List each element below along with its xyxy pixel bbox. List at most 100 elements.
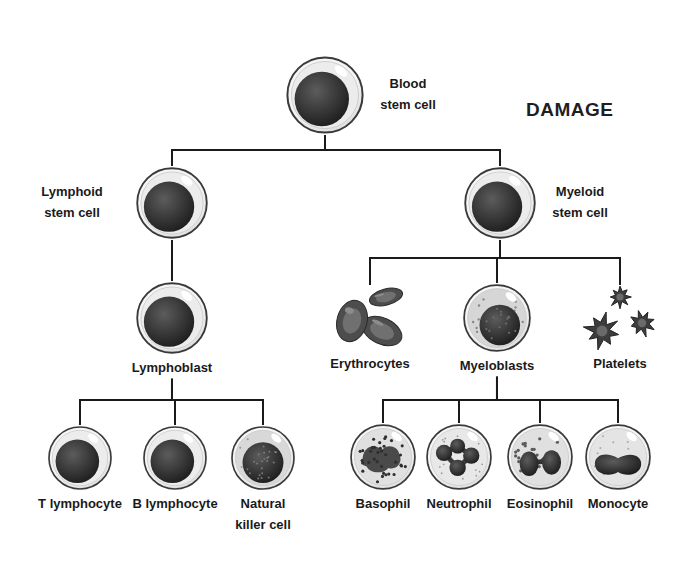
cell-body: [354, 428, 411, 485]
cell-illustration: [506, 423, 574, 491]
granule: [387, 473, 390, 476]
granule: [462, 478, 464, 480]
granule: [399, 464, 402, 467]
granule: [479, 471, 481, 473]
granule: [247, 438, 249, 440]
granule: [482, 298, 484, 300]
connector-line: [500, 240, 620, 285]
granule: [256, 462, 258, 464]
cell-drawing: [232, 427, 294, 489]
cell-illustration: [349, 423, 417, 491]
granule: [457, 435, 459, 437]
granule: [627, 448, 629, 450]
nucleus-lobe: [520, 452, 539, 476]
cell-label: Erythrocytes: [330, 354, 409, 375]
cell-label: T lymphocyte: [38, 494, 122, 515]
granule: [376, 460, 379, 463]
cell-drawing: [49, 427, 111, 489]
granule: [261, 472, 263, 474]
highlight: [87, 432, 100, 445]
nucleus-lobe: [436, 445, 452, 461]
granule: [478, 304, 480, 306]
connector-line: [325, 135, 500, 166]
cell-node: Monocyte: [584, 423, 652, 515]
granule: [478, 318, 480, 320]
granule: [259, 474, 261, 476]
nucleus-lobe: [463, 447, 479, 463]
granule: [443, 463, 445, 465]
cell-label: Eosinophil: [507, 494, 573, 515]
cell-label: Neutrophil: [427, 494, 492, 515]
cell-label: Lymphoblast: [132, 358, 212, 379]
nucleus: [144, 297, 194, 347]
granule: [382, 472, 385, 475]
granule: [261, 460, 263, 462]
granule: [274, 451, 276, 453]
cell-center: [375, 290, 397, 305]
granule: [514, 454, 517, 457]
granule: [261, 467, 263, 469]
highlight: [182, 432, 195, 445]
cell-label: Myeloid stem cell: [547, 182, 613, 224]
granule: [253, 461, 255, 463]
cell-node: Myeloid stem cell: [463, 166, 613, 240]
granule: [597, 452, 599, 454]
cell-body: [141, 172, 203, 234]
highlight: [179, 174, 194, 188]
granule: [261, 477, 263, 479]
cell-drawing: [465, 168, 535, 238]
erythrocyte-illustration: [330, 285, 410, 351]
granule: [505, 323, 507, 325]
nucleus: [362, 446, 401, 472]
nucleus: [243, 442, 284, 483]
connector-line: [459, 377, 497, 423]
cell-membrane: [144, 427, 206, 489]
granule: [263, 458, 265, 460]
highlight: [270, 432, 283, 445]
granule: [531, 448, 534, 451]
granule: [514, 330, 516, 332]
nucleus-lobe: [449, 460, 465, 476]
cell-drawing: [351, 425, 415, 489]
cell-illustration: [135, 166, 209, 240]
cell-label: Lymphoid stem cell: [39, 182, 105, 224]
granule: [246, 468, 248, 470]
cell-body: [468, 289, 527, 348]
granule: [361, 449, 364, 452]
granule: [627, 441, 629, 443]
nucleus-lobe: [542, 450, 561, 474]
cell-membrane: [287, 57, 362, 132]
cell-drawing: [586, 425, 650, 489]
highlight: [547, 430, 561, 443]
cell-body: [589, 428, 646, 485]
cell-membrane: [49, 427, 111, 489]
cell-membrane: [137, 168, 207, 238]
granule: [602, 435, 604, 437]
granule: [263, 446, 265, 448]
nucleus: [144, 182, 194, 232]
granule: [369, 450, 372, 453]
cell-body: [235, 430, 290, 485]
granule: [476, 331, 478, 333]
connector-line: [370, 240, 500, 285]
cell-body: [147, 430, 202, 485]
cell-label: Natural killer cell: [228, 494, 298, 536]
granule: [380, 465, 383, 468]
cell-drawing: [508, 425, 572, 489]
platelet: [631, 311, 654, 337]
granule: [439, 466, 441, 468]
connector-line: [172, 379, 263, 425]
granule: [400, 464, 403, 467]
granule: [390, 439, 393, 442]
platelet-center: [616, 293, 623, 300]
granule: [383, 437, 386, 440]
cell-node: Basophil: [349, 423, 417, 515]
cell-membrane: [464, 285, 530, 351]
granule: [612, 441, 614, 443]
platelet-illustration: [582, 285, 658, 351]
granule: [367, 461, 370, 464]
granule: [538, 437, 541, 440]
granule: [394, 461, 397, 464]
granule: [481, 463, 483, 465]
cell-center: [340, 306, 364, 335]
